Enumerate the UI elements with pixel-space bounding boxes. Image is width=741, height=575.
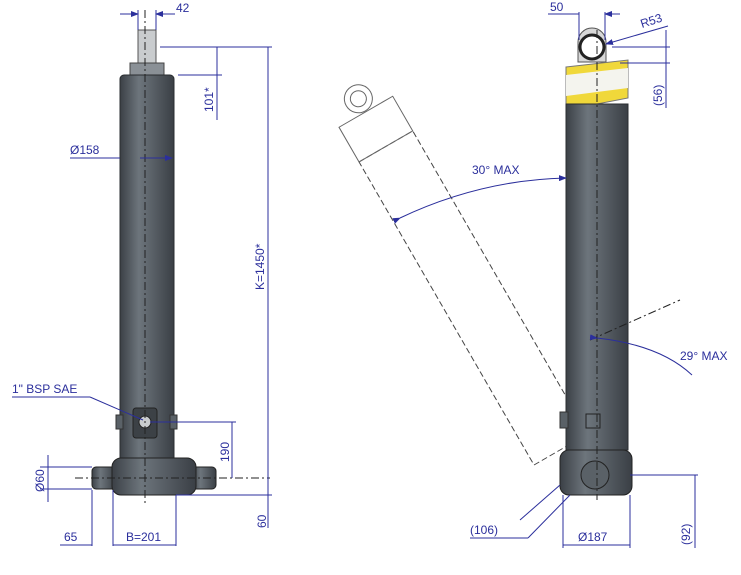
dim-port-height: 190 [218,442,232,462]
dim-base-projection: (106) [470,523,498,537]
dim-eye-radius: R53 [639,11,665,31]
angle-tilt-forward: 30° MAX [472,163,519,177]
dim-eye-width: 50 [550,0,564,14]
left-cylinder [75,10,270,505]
dim-base-diameter: Ø187 [578,530,608,544]
dim-trunnion-length: 65 [64,530,78,544]
tilted-cylinder-outline [338,84,589,466]
left-dimensions: 42 101* Ø158 K=1450* 1" BSP SAE 190 Ø60 … [12,1,272,546]
right-dimensions: 50 R53 (56) 30° MAX 29° MAX (106) Ø187 (… [392,0,727,548]
dim-rod-extension: 101* [202,87,216,112]
dim-eye-height: (56) [651,85,665,106]
angle-tilt-back: 29° MAX [680,349,727,363]
dim-base-offset: 60 [255,514,269,528]
port-label: 1" BSP SAE [12,382,77,396]
dim-body-diameter: Ø158 [70,143,100,157]
dim-closed-length: K=1450* [253,243,267,290]
dim-rod-width: 42 [176,1,190,15]
dim-base-width: B=201 [126,530,161,544]
dim-base-height: (92) [679,524,693,545]
dim-trunnion-diameter: Ø60 [33,469,47,492]
right-cylinder [559,27,681,500]
